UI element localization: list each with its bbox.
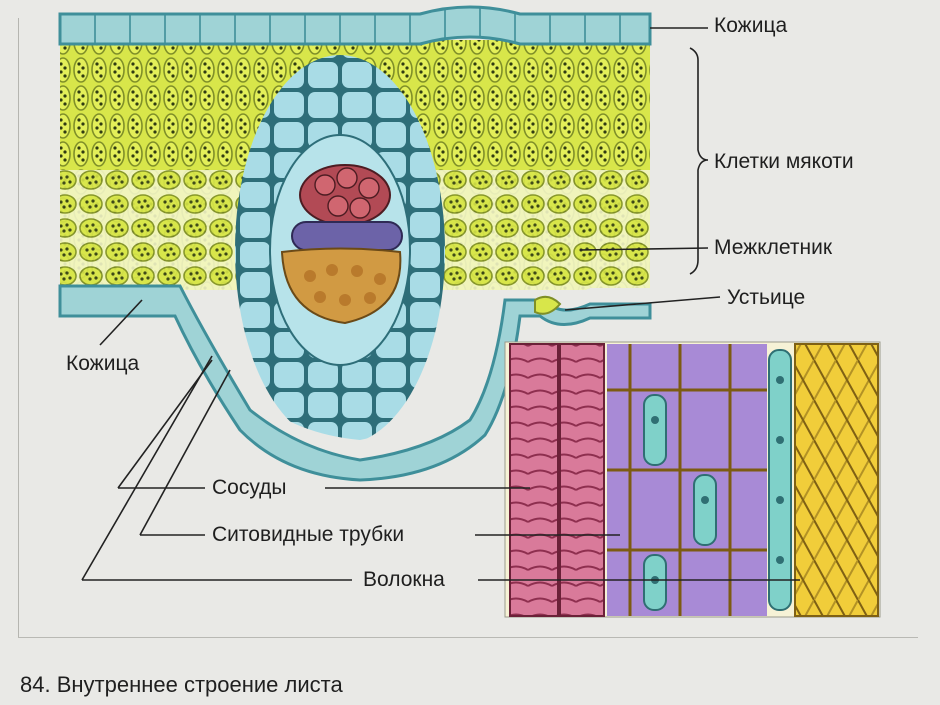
figure-frame-line — [18, 18, 19, 638]
leader-lines — [81, 27, 800, 581]
label-stoma: Устьице — [727, 286, 806, 309]
label-pulp-cells: Клетки мякоти — [714, 150, 854, 173]
caption-divider — [18, 637, 918, 638]
lower-epidermis — [58, 284, 652, 482]
label-fibers: Волокна — [363, 568, 445, 591]
label-sieve-tubes: Ситовидные трубки — [212, 523, 405, 546]
leaf-body — [60, 40, 650, 440]
upper-epidermis-cells — [94, 8, 621, 44]
stoma-shape — [534, 295, 562, 315]
label-intercellular: Межклетник — [714, 236, 833, 259]
label-skin-bottom: Кожица — [66, 352, 140, 375]
figure-caption: 84. Внутреннее строение листа — [20, 672, 343, 697]
longitudinal-section-inset — [504, 341, 881, 618]
upper-epidermis — [58, 5, 652, 46]
label-vessels: Сосуды — [212, 476, 287, 499]
label-skin-top: Кожица — [714, 14, 788, 37]
